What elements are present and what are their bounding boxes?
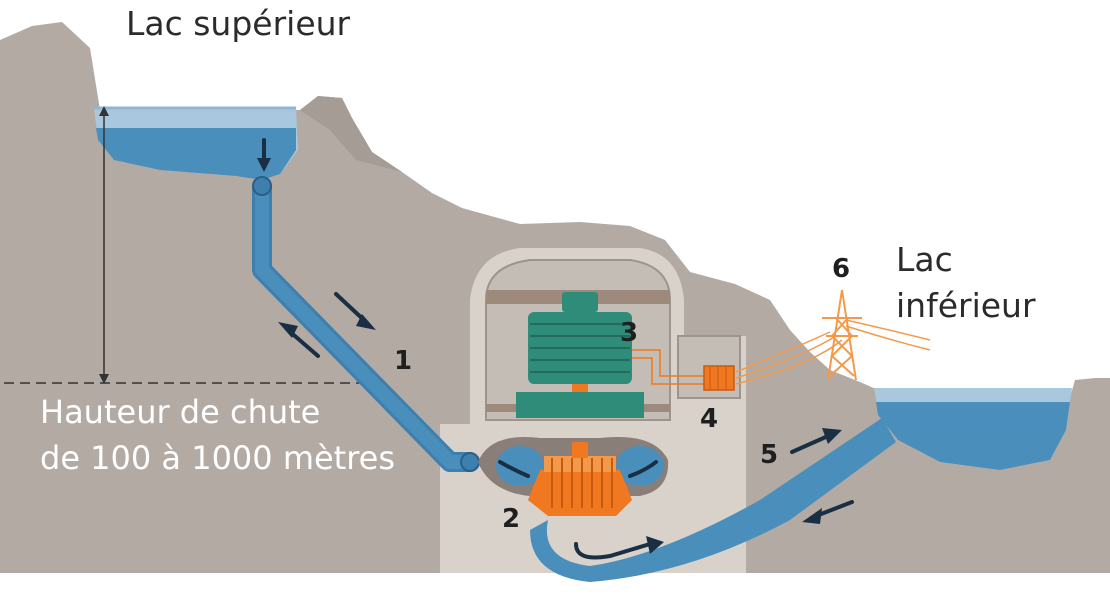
- marker-1: 1: [394, 346, 413, 376]
- generator-top: [562, 292, 598, 312]
- lower-lake-label-line1: Lac: [896, 240, 953, 279]
- transformer: [703, 365, 735, 391]
- lower-lake-label-line2: inférieur: [896, 286, 1036, 325]
- marker-5: 5: [760, 440, 779, 470]
- generator-base: [516, 392, 644, 418]
- generator-cable: [632, 349, 704, 377]
- head-height-label-line2: de 100 à 1000 mètres: [40, 439, 396, 477]
- flow-arrows: [257, 138, 854, 560]
- marker-3: 3: [620, 318, 639, 348]
- marker-2: 2: [502, 504, 521, 534]
- upper-lake-label: Lac supérieur: [126, 4, 351, 43]
- turbine: [528, 470, 632, 516]
- intake-valve: [252, 176, 272, 196]
- power-line: [735, 319, 931, 385]
- tailrace-tunnel: [530, 418, 896, 582]
- lower-lake-deep: [876, 402, 1070, 470]
- marker-4: 4: [700, 404, 719, 434]
- marker-6: 6: [832, 254, 851, 284]
- inlet-valve: [460, 452, 480, 472]
- rock-ridge: [300, 96, 402, 172]
- head-height-label-line1: Hauteur de chute: [40, 393, 321, 431]
- upper-lake-deep: [96, 128, 296, 180]
- pylon-icon: [822, 289, 862, 381]
